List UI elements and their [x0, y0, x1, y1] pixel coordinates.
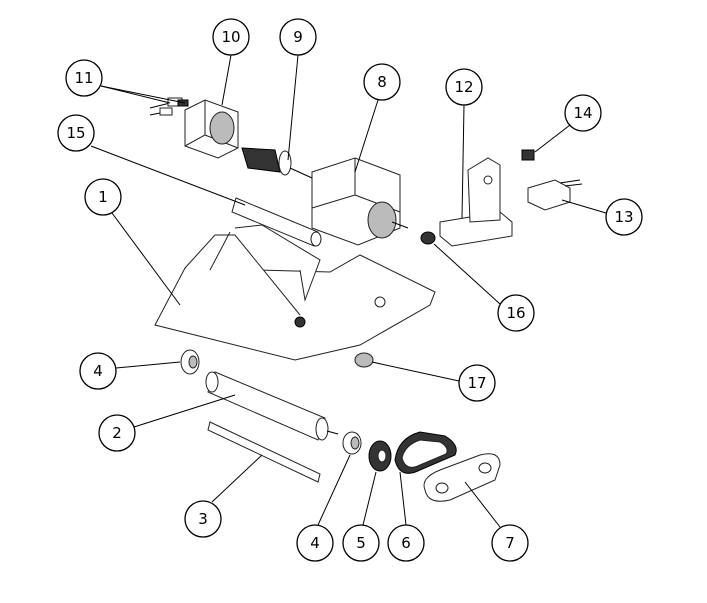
- callout-7: 7: [491, 524, 529, 562]
- svg-text:3: 3: [198, 510, 208, 528]
- callout-4-right: 4: [296, 524, 334, 562]
- callout-3: 3: [184, 500, 222, 538]
- svg-text:14: 14: [573, 104, 592, 122]
- part-12-bracket: [439, 157, 513, 247]
- part-9-armature: [241, 147, 313, 179]
- svg-text:2: 2: [112, 424, 122, 442]
- part-3-blade: [207, 421, 321, 483]
- callout-17: 17: [458, 364, 496, 402]
- part-17-nut: [354, 352, 374, 368]
- svg-text:6: 6: [401, 534, 411, 552]
- part-13-capacitor: [527, 179, 583, 211]
- part-1-frame: [154, 224, 436, 361]
- svg-text:9: 9: [293, 28, 303, 46]
- part-16-pinion: [420, 231, 436, 245]
- callout-9: 9: [279, 18, 317, 56]
- part-11-connector-wires: [149, 97, 189, 116]
- callout-1: 1: [84, 178, 122, 216]
- callout-16: 16: [497, 294, 535, 332]
- callout-4-left: 4: [79, 352, 117, 390]
- part-7-belt-guard: [423, 453, 501, 502]
- callout-6: 6: [387, 524, 425, 562]
- svg-text:13: 13: [614, 208, 633, 226]
- callout-8: 8: [363, 63, 401, 101]
- part-15-shaft: [231, 197, 322, 247]
- svg-text:17: 17: [467, 374, 486, 392]
- callout-5: 5: [342, 524, 380, 562]
- part-6-belt: [394, 431, 457, 474]
- callout-12: 12: [445, 68, 483, 106]
- part-5-pulley: [368, 440, 392, 472]
- svg-text:11: 11: [74, 69, 93, 87]
- callout-14: 14: [564, 94, 602, 132]
- svg-text:10: 10: [221, 28, 240, 46]
- part-14-switch: [521, 149, 535, 161]
- svg-text:12: 12: [454, 78, 473, 96]
- svg-text:7: 7: [505, 534, 515, 552]
- svg-text:4: 4: [310, 534, 320, 552]
- callout-10: 10: [212, 18, 250, 56]
- svg-text:4: 4: [93, 362, 103, 380]
- part-10-motor-end-cap: [184, 99, 239, 159]
- part-4-bearing-left: [180, 349, 200, 375]
- callout-15: 15: [57, 114, 95, 152]
- svg-text:1: 1: [98, 188, 108, 206]
- svg-text:5: 5: [356, 534, 366, 552]
- leader-lines: [90, 54, 607, 528]
- svg-text:15: 15: [66, 124, 85, 142]
- callout-2: 2: [98, 414, 136, 452]
- part-8-motor: [311, 157, 409, 246]
- svg-text:16: 16: [506, 304, 525, 322]
- part-2-roller: [205, 371, 339, 441]
- svg-text:8: 8: [377, 73, 387, 91]
- callout-11: 11: [65, 59, 103, 97]
- part-4-bearing-right: [342, 431, 362, 455]
- callout-13: 13: [605, 198, 643, 236]
